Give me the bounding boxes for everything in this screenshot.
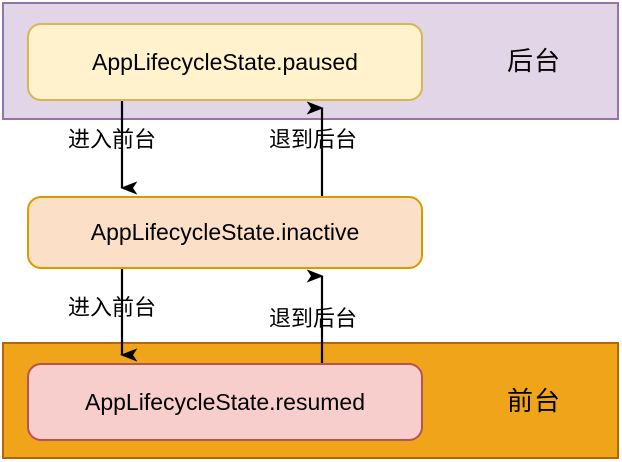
edge-label-inactive-to-paused: 退到后台 xyxy=(269,127,358,152)
state-node-resumed[interactable]: AppLifecycleState.resumed xyxy=(27,363,423,441)
state-node-paused[interactable]: AppLifecycleState.paused xyxy=(27,23,423,101)
state-node-inactive[interactable]: AppLifecycleState.inactive xyxy=(27,196,423,269)
region-foreground-label: 前台 xyxy=(506,386,561,416)
state-node-resumed-label: AppLifecycleState.resumed xyxy=(85,388,365,415)
edge-label-resumed-to-inactive: 退到后台 xyxy=(269,306,358,331)
edge-label-inactive-to-resumed: 进入前台 xyxy=(68,295,157,320)
state-node-inactive-label: AppLifecycleState.inactive xyxy=(90,219,360,245)
region-background-label: 后台 xyxy=(506,46,561,76)
edge-label-paused-to-inactive: 进入前台 xyxy=(68,127,157,152)
state-node-paused-label: AppLifecycleState.paused xyxy=(92,48,358,75)
